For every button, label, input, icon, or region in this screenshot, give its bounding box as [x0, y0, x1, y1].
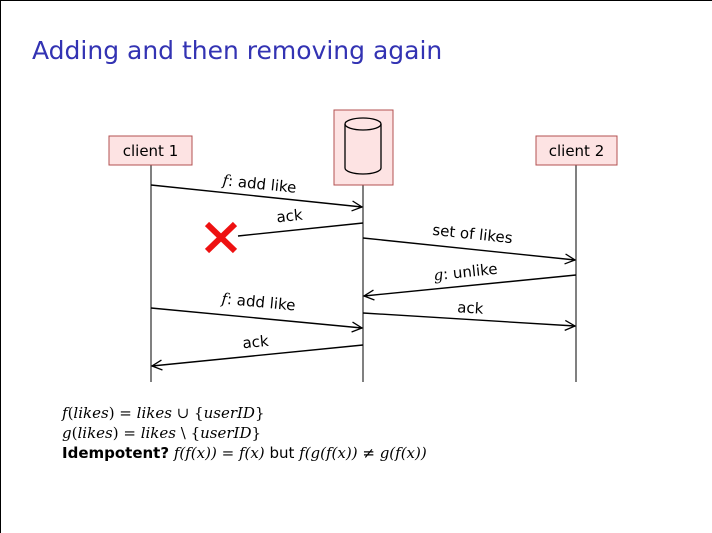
- slide-border-left: [0, 0, 1, 533]
- formula-idempotent-question: Idempotent? f(f(x)) = f(x) but f(g(f(x))…: [62, 444, 427, 462]
- participant-database: [333, 109, 394, 186]
- message-label-ack-client-2: ack: [457, 298, 484, 318]
- message-arrow-ack-client-1: [152, 344, 364, 366]
- formula-f-definition: f(likes) = likes ∪ {userID}: [62, 404, 265, 422]
- message-arrow-set-of-likes: [362, 237, 575, 260]
- message-arrow-ack-lost: [237, 222, 364, 237]
- participant-client-1-label: client 1: [123, 142, 179, 160]
- message-label-add-like-2: f: add like: [220, 289, 296, 314]
- idempotent-label: Idempotent?: [62, 444, 170, 462]
- x-cross-icon: [204, 221, 238, 254]
- message-arrow-unlike: [364, 274, 577, 296]
- message-arrow-add-like-1: [150, 184, 362, 207]
- database-cylinder-icon: [344, 117, 382, 175]
- slide-title: Adding and then removing again: [32, 36, 443, 65]
- participant-client-2: client 2: [535, 135, 618, 166]
- message-arrow-ack-client-2: [362, 312, 575, 326]
- message-label-ack-lost: ack: [276, 206, 304, 227]
- participant-client-2-label: client 2: [549, 142, 605, 160]
- slide-border-top: [0, 0, 712, 1]
- formula-g-definition: g(likes) = likes \ {userID}: [62, 424, 262, 442]
- message-arrow-add-like-2: [150, 307, 362, 328]
- message-label-set-of-likes: set of likes: [432, 221, 514, 247]
- participant-client-1: client 1: [108, 135, 193, 166]
- message-label-unlike: g: unlike: [433, 260, 499, 285]
- message-label-ack-client-1: ack: [242, 332, 270, 353]
